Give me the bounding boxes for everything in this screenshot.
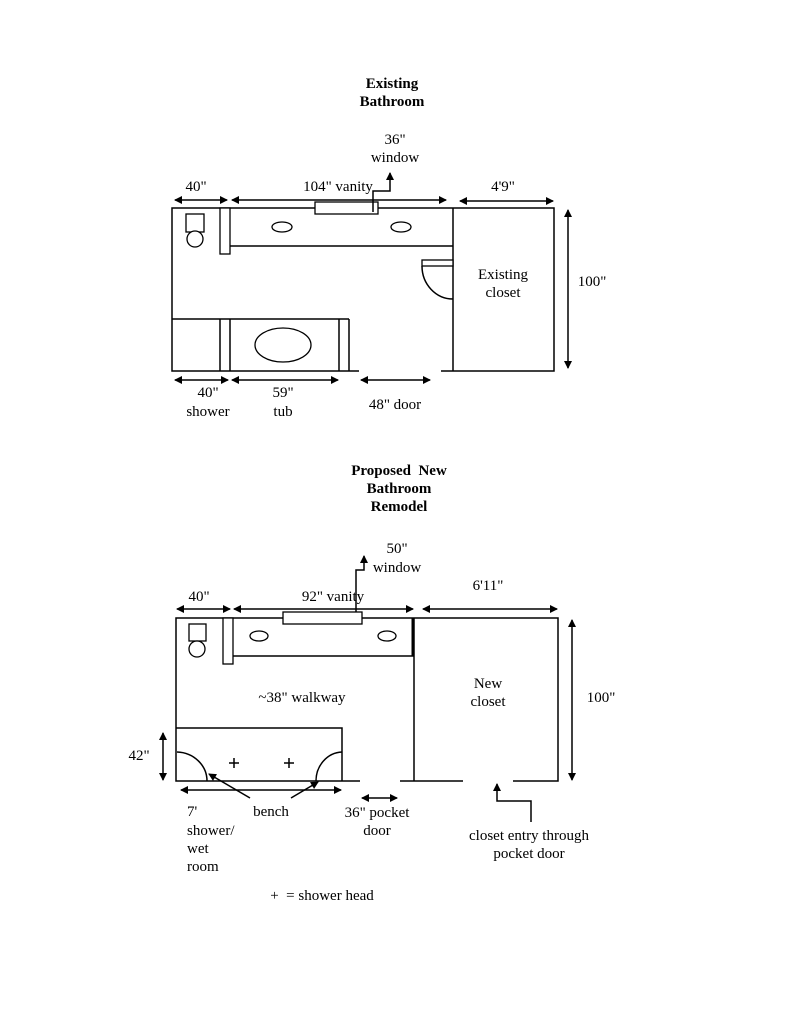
shower-dim: 7'	[187, 804, 198, 820]
existing-closet-door	[421, 259, 454, 267]
proposed-partition	[222, 617, 234, 665]
shower-label1: shower/	[187, 823, 235, 839]
existing-bathroom-plan: Existing Bathroom 36" window 40" 104" va…	[171, 76, 607, 420]
proposed-window	[282, 611, 363, 625]
proposed-dim-vanity: 92" vanity	[302, 589, 365, 605]
proposed-dim-height: 100"	[587, 690, 616, 706]
proposed-title-line2: Bathroom	[367, 481, 432, 497]
proposed-window-label: window	[373, 560, 422, 576]
existing-shower-tub	[172, 318, 350, 371]
existing-closet-label2: closet	[486, 285, 522, 301]
walkway-label: ~38" walkway	[258, 690, 346, 706]
proposed-toilet-tank	[188, 623, 207, 642]
existing-window	[314, 201, 379, 215]
existing-dim-vanity: 104" vanity	[303, 179, 373, 195]
existing-dim-closet: 4'9"	[491, 179, 515, 195]
bench-right	[315, 751, 343, 782]
proposed-closet-label1: New	[474, 676, 502, 692]
proposed-closet-label2: closet	[471, 694, 507, 710]
existing-tub	[254, 327, 312, 363]
existing-door-swing	[421, 265, 454, 300]
existing-sink-left	[271, 221, 293, 233]
existing-closet-label1: Existing	[478, 267, 529, 283]
proposed-sink-right	[377, 630, 397, 642]
proposed-window-arrow	[355, 555, 368, 612]
existing-window-label: window	[371, 150, 420, 166]
existing-window-size: 36"	[384, 132, 405, 148]
existing-dim-tub: 59"	[272, 385, 293, 401]
existing-title-line1: Existing	[366, 76, 419, 92]
bench-arrow-left	[208, 773, 251, 799]
existing-title-line2: Bathroom	[360, 94, 425, 110]
proposed-dim-shower-depth: 42"	[128, 748, 149, 764]
closet-entry-label2: pocket door	[493, 846, 564, 862]
bench-left	[176, 751, 208, 782]
proposed-dim-toilet: 40"	[188, 589, 209, 605]
legend-shower-head: + = shower head	[270, 888, 374, 904]
existing-tub-label: tub	[273, 404, 292, 420]
proposed-title-line3: Remodel	[371, 499, 428, 515]
proposed-dim-closet: 6'11"	[473, 578, 504, 594]
proposed-shower-room	[176, 727, 343, 781]
shower-head-icon	[284, 758, 294, 768]
proposed-title-line1: Proposed New	[351, 463, 447, 479]
existing-partition	[219, 207, 231, 255]
existing-shower-label: shower	[186, 404, 229, 420]
proposed-bathroom-plan: Proposed New Bathroom Remodel 50" window	[128, 463, 615, 904]
closet-entry-label1: closet entry through	[469, 828, 589, 844]
shower-head-icon	[229, 758, 239, 768]
pocket-door-dim: 36" pocket	[345, 805, 411, 821]
existing-dim-toilet: 40"	[185, 179, 206, 195]
existing-dim-shower: 40"	[197, 385, 218, 401]
existing-toilet-tank	[185, 213, 205, 233]
existing-dim-door: 48" door	[369, 397, 421, 413]
shower-label3: room	[187, 859, 219, 875]
proposed-toilet-bowl	[188, 640, 206, 658]
existing-dim-height: 100"	[578, 274, 607, 290]
bench-label: bench	[253, 804, 289, 820]
closet-entry-arrow	[493, 783, 532, 822]
proposed-window-size: 50"	[386, 541, 407, 557]
pocket-door-label: door	[363, 823, 391, 839]
proposed-sink-left	[249, 630, 269, 642]
shower-label2: wet	[187, 841, 209, 857]
existing-sink-right	[390, 221, 412, 233]
existing-toilet-bowl	[186, 230, 204, 248]
